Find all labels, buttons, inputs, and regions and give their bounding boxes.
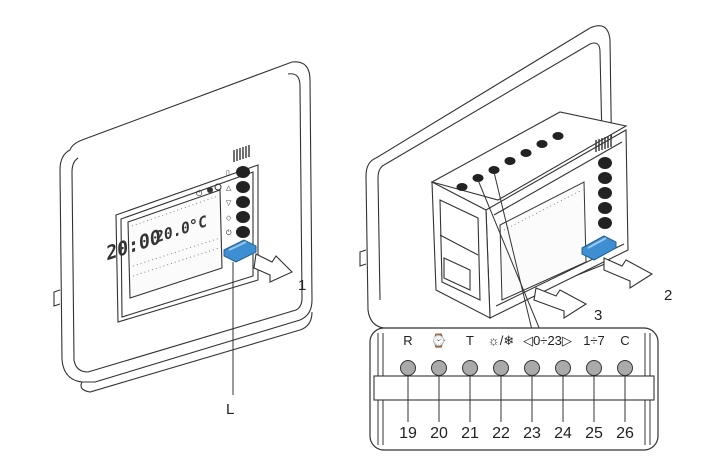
terminal-key-20[interactable]	[431, 360, 447, 376]
power-icon: ⏻	[196, 189, 203, 198]
right-key-4[interactable]	[598, 202, 612, 214]
right-key-3[interactable]	[598, 187, 612, 199]
terminal-key-number: 25	[585, 425, 603, 442]
top-connector-pins	[456, 132, 564, 191]
callout-2: 2	[664, 287, 672, 304]
power-icon-2: ⏻	[226, 229, 232, 237]
terminal-key-25[interactable]	[586, 360, 602, 376]
terminal-key-number: 24	[554, 425, 572, 442]
arrow-2-icon	[603, 257, 654, 290]
right-button-column	[595, 135, 612, 229]
terminal-key-label: ⌚	[431, 333, 447, 348]
terminal-key-24[interactable]	[555, 360, 571, 376]
terminal-key-label: R	[403, 333, 412, 348]
terminal-key-23[interactable]	[524, 360, 540, 376]
terminal-key-label: ◁0÷23▷	[523, 333, 572, 348]
left-key-5[interactable]	[236, 226, 250, 238]
terminal-key-21[interactable]	[462, 360, 478, 376]
terminal-key-number: 21	[461, 425, 479, 442]
terminal-key-number: 19	[399, 425, 417, 442]
triangle-down-icon: ▽	[226, 200, 232, 207]
left-key-1[interactable]	[236, 166, 250, 178]
terminal-key-26[interactable]	[617, 360, 633, 376]
terminal-key-label: C	[620, 333, 629, 348]
terminal-key-22[interactable]	[493, 360, 509, 376]
terminal-key-number: 22	[492, 425, 510, 442]
right-key-5[interactable]	[598, 217, 612, 229]
right-pull-tab[interactable]	[581, 235, 617, 261]
terminal-key-label: T	[466, 333, 474, 348]
terminal-key-number: 26	[616, 425, 634, 442]
left-button-column: ▯ △ ▽ ◇ ⏻	[226, 145, 250, 238]
right-lcd	[499, 181, 587, 301]
battery-icon: ▯	[226, 170, 230, 177]
arrow-1-icon	[253, 253, 293, 283]
right-key-2[interactable]	[598, 172, 612, 184]
triangle-up-icon: △	[226, 185, 232, 192]
arrow-3-icon	[533, 287, 588, 320]
leader-line-detail-b	[477, 179, 541, 331]
terminal-key-19[interactable]	[400, 360, 416, 376]
clock-icon	[214, 183, 222, 191]
diamond-icon: ◇	[226, 215, 232, 222]
left-key-4[interactable]	[236, 211, 250, 223]
left-key-3[interactable]	[236, 196, 250, 208]
callout-L: L	[226, 401, 234, 418]
sun-snow-icon	[207, 187, 213, 193]
terminal-key-number: 20	[430, 425, 448, 442]
leader-line-detail-a	[493, 171, 533, 331]
callout-3: 3	[594, 307, 602, 324]
terminal-key-number: 23	[523, 425, 541, 442]
left-key-2[interactable]	[236, 181, 250, 193]
right-key-1[interactable]	[598, 157, 612, 169]
left-thermostat-frame	[115, 164, 259, 323]
callout-1: 1	[298, 277, 306, 294]
terminal-key-label: ☼/❄	[488, 333, 514, 348]
terminal-key-row: R 19 ⌚ 20 T 21 ☼/❄ 22 ◁0÷23▷ 23 24 1÷7 25 C 26	[399, 333, 634, 442]
detail-box	[369, 327, 659, 451]
left-pull-tab[interactable]	[223, 239, 257, 263]
terminal-key-label: 1÷7	[583, 333, 605, 348]
right-wall-plate	[359, 25, 613, 331]
